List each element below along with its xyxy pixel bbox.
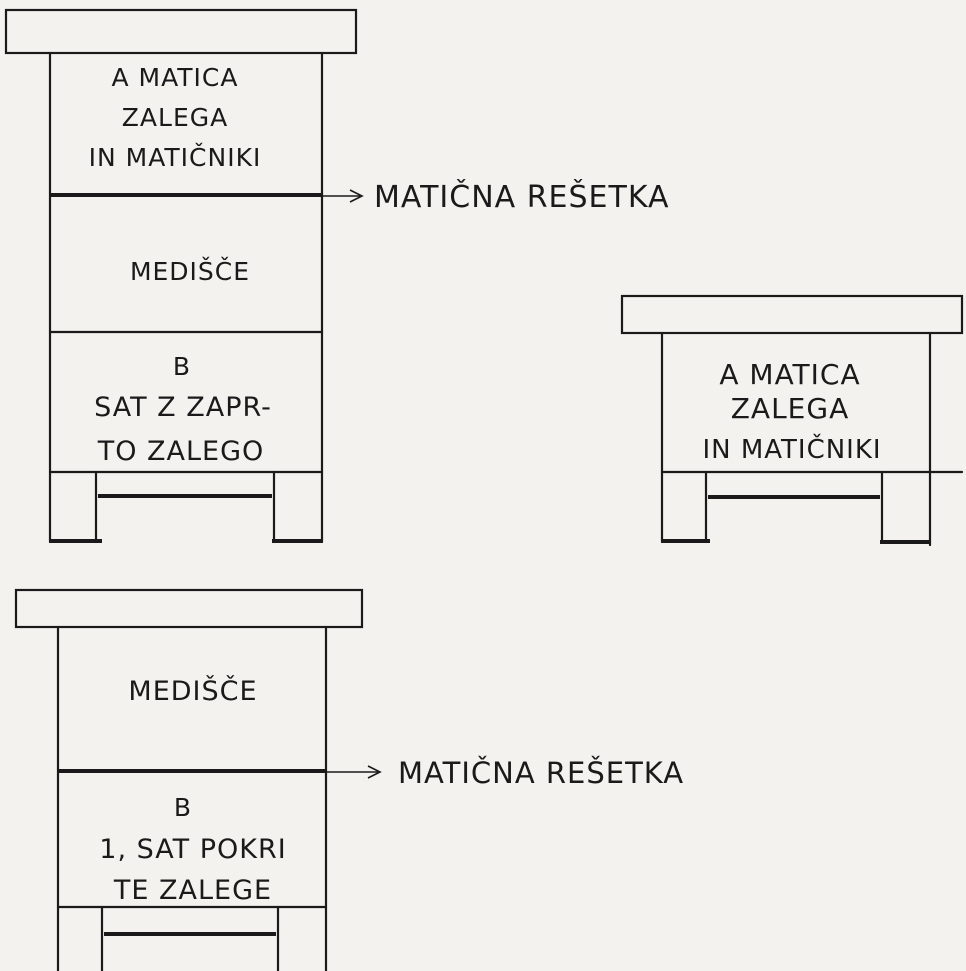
hive-top-left-lower-label-1: B — [173, 352, 191, 381]
hive-top-left-upper-label-1: A MATICA — [112, 63, 239, 92]
hive-top-left-lower-label-2: SAT Z ZAPR- — [94, 392, 272, 423]
hive-right: A MATICA ZALEGA IN MATIČNIKI — [620, 294, 964, 547]
hive-right-label-2: ZALEGA — [731, 392, 849, 425]
hive-top-left-middle-label: MEDIŠČE — [130, 256, 250, 286]
hive-bottom-left: MEDIŠČE MATIČNA REŠETKA B 1, SAT POKRI T… — [14, 588, 684, 971]
hive-bottom-left-roof — [14, 588, 364, 629]
hive-right-roof — [620, 294, 964, 335]
hive-top-left-excluder-arrowhead — [349, 189, 364, 203]
hive-bottom-left-excluder-arrowhead — [367, 765, 382, 779]
hive-bottom-left-lower-label-2: 1, SAT POKRI — [99, 834, 286, 865]
hive-top-left-excluder-label: MATIČNA REŠETKA — [374, 178, 670, 215]
hive-top-left-upper-label-3: IN MATIČNIKI — [89, 142, 262, 172]
hive-bottom-left-lower-label-1: B — [174, 793, 192, 822]
hive-bottom-left-excluder-label: MATIČNA REŠETKA — [398, 756, 684, 790]
hive-right-label-1: A MATICA — [719, 358, 860, 391]
hive-top-left: A MATICA ZALEGA IN MATIČNIKI MATIČNA REŠ… — [4, 8, 670, 544]
hive-bottom-left-lower-label-3: TE ZALEGE — [113, 875, 272, 906]
hive-right-label-3: IN MATIČNIKI — [702, 433, 881, 465]
hive-bottom-left-upper-label: MEDIŠČE — [128, 675, 257, 707]
hive-top-left-lower-label-3: TO ZALEGO — [97, 436, 265, 467]
hive-top-left-upper-label-2: ZALEGA — [122, 103, 228, 132]
hive-top-left-roof — [4, 8, 358, 55]
